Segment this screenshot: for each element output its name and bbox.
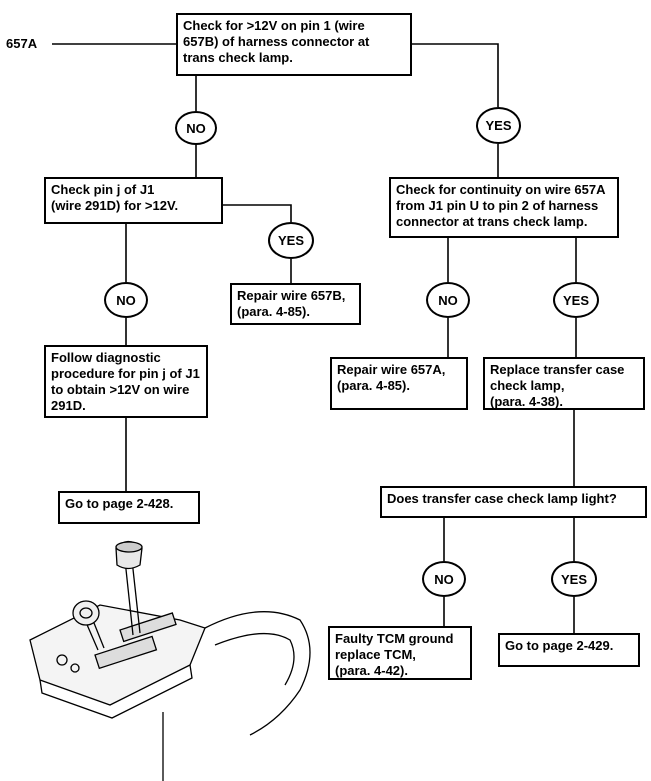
answer-yes-continuity: YES — [553, 282, 599, 318]
box-start-check-pin1: Check for >12V on pin 1 (wire 657B) of h… — [176, 13, 412, 76]
box-repair-657a: Repair wire 657A, (para. 4-85). — [330, 357, 468, 410]
box-goto-2-428: Go to page 2-428. — [58, 491, 200, 524]
answer-no-continuity: NO — [426, 282, 470, 318]
box-lamp-light-question: Does transfer case check lamp light? — [380, 486, 647, 518]
shifter-illustration — [29, 540, 311, 781]
box-faulty-tcm: Faulty TCM ground replace TCM, (para. 4-… — [328, 626, 472, 680]
box-replace-lamp: Replace transfer case check lamp, (para.… — [483, 357, 645, 410]
answer-no-lamp: NO — [422, 561, 466, 597]
answer-yes-lamp: YES — [551, 561, 597, 597]
answer-yes-start: YES — [476, 107, 521, 144]
box-goto-2-429: Go to page 2-429. — [498, 633, 640, 667]
answer-yes-pin-j: YES — [268, 222, 314, 259]
box-repair-657b: Repair wire 657B, (para. 4-85). — [230, 283, 361, 325]
answer-no-pin-j: NO — [104, 282, 148, 318]
entry-label: 657A — [6, 36, 38, 51]
box-check-pin-j: Check pin j of J1 (wire 291D) for >12V. — [44, 177, 223, 224]
box-check-continuity: Check for continuity on wire 657A from J… — [389, 177, 619, 238]
box-follow-diagnostic: Follow diagnostic procedure for pin j of… — [44, 345, 208, 418]
answer-no-start: NO — [175, 111, 217, 145]
